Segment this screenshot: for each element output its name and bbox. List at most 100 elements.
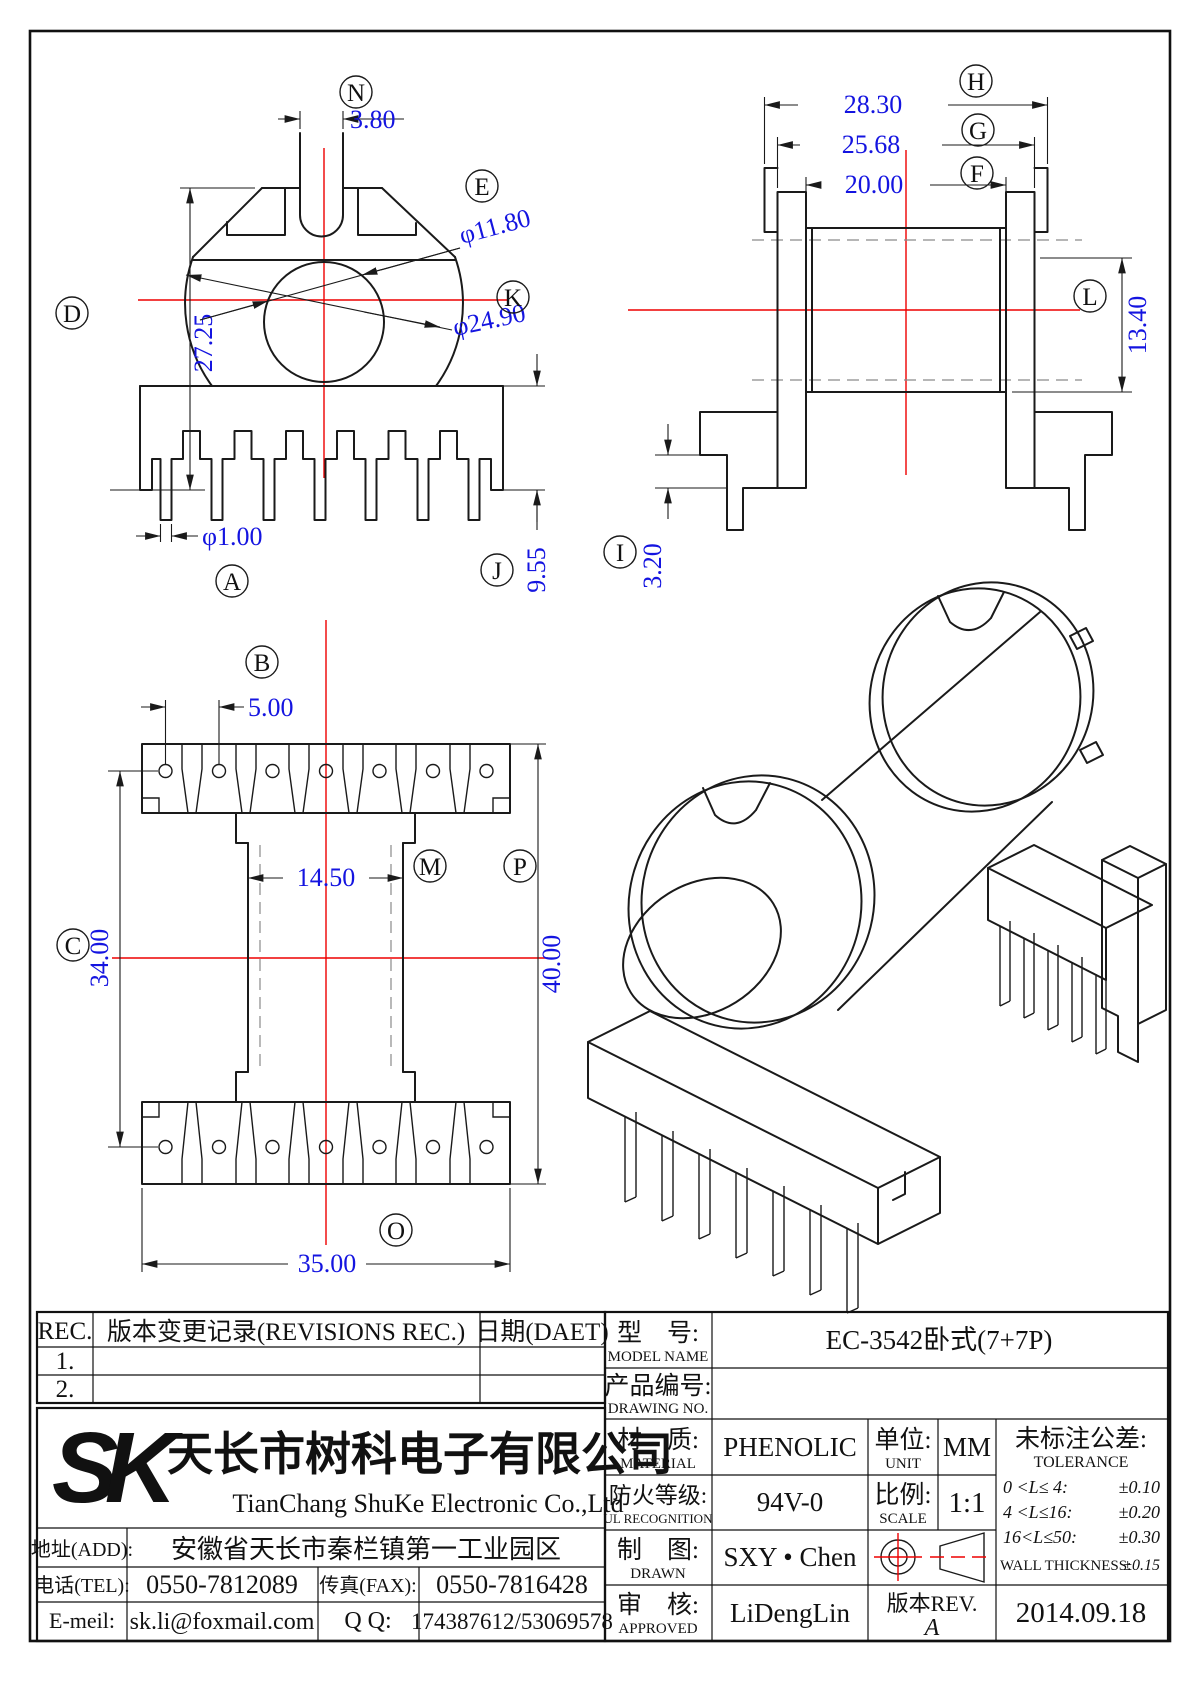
tolerance-cell: 未标注公差: TOLERANCE 0 <L≤ 4: ±0.10 4 <L≤16:… <box>1000 1425 1160 1574</box>
tel-label: 电话(TEL): <box>34 1574 130 1597</box>
title-block: 型 号: MODEL NAME EC-3542卧式(7+7P) 产品编号: DR… <box>604 1310 1170 1643</box>
company-name-cn: 天长市树科电子有限公司 <box>167 1429 673 1480</box>
iso-rear-pins <box>999 921 1107 1055</box>
rev-col-rec: REC. <box>38 1318 93 1345</box>
revision-table: REC. 版本变更记录(REVISIONS REC.) 日期(DAET) 1. … <box>35 1310 609 1405</box>
side-dim-height: 13.40 <box>1012 257 1152 393</box>
projection-symbol <box>874 1532 990 1583</box>
svg-text:D: D <box>63 301 81 328</box>
unit-label: 单位: <box>875 1426 932 1454</box>
drawn-label: 制 图: <box>617 1536 699 1564</box>
plan-dim-pitch: 5.00 <box>141 693 294 764</box>
balloon-k: K <box>496 280 530 314</box>
dim-side-standoff: 3.20 <box>638 543 667 589</box>
front-dim-base: 9.55 <box>503 354 551 593</box>
fax-value: 0550-7816428 <box>436 1570 588 1599</box>
rev-col-date: 日期(DAET) <box>475 1319 608 1346</box>
fire-label: 防火等级: <box>609 1483 707 1508</box>
svg-text:K: K <box>504 285 522 312</box>
plan-dim-rowspan: 34.00 <box>85 770 158 1148</box>
side-dim-standoff: 3.20 <box>638 424 727 589</box>
svg-text:L: L <box>1082 284 1097 311</box>
balloon-j: J <box>480 553 514 587</box>
fire-sub: UL RECOGNITION <box>604 1511 714 1526</box>
svg-text:J: J <box>492 558 502 585</box>
svg-text:A: A <box>223 569 241 596</box>
plan-dim-tube: 14.50 <box>248 863 403 892</box>
balloon-a: A <box>215 564 249 598</box>
svg-text:B: B <box>254 650 271 677</box>
approved-label: 审 核: <box>617 1591 699 1619</box>
dim-plan-tube-width: 14.50 <box>297 863 356 892</box>
svg-text:F: F <box>970 161 984 188</box>
svg-text:N: N <box>347 80 365 107</box>
balloon-c: C <box>56 928 90 962</box>
dim-plan-pin-pitch: 5.00 <box>248 693 294 722</box>
model-label: 型 号: <box>617 1319 699 1347</box>
scale-sub: SCALE <box>879 1511 927 1527</box>
dim-front-overall-height: 27.25 <box>189 314 218 373</box>
tel-value: 0550-7812089 <box>146 1570 298 1599</box>
side-dim-window: 20.00 <box>805 170 1007 224</box>
addr-label: 地址(ADD): <box>31 1538 133 1561</box>
company-name-en: TianChang ShuKe Electronic Co.,Ltd <box>232 1489 623 1518</box>
svg-text:C: C <box>65 933 82 960</box>
approved-value: LiDengLin <box>730 1598 850 1628</box>
dim-plan-row-span: 34.00 <box>85 929 114 988</box>
tol-value-0: ±0.10 <box>1119 1477 1160 1497</box>
balloon-o: O <box>379 1213 413 1247</box>
dim-front-base-height: 9.55 <box>522 547 551 593</box>
dim-plan-overall-length: 40.00 <box>537 935 566 994</box>
material-sub: MATERIAL <box>620 1456 696 1472</box>
side-dim-flange-span: 25.68 <box>776 130 1036 188</box>
model-sub: MODEL NAME <box>608 1349 709 1365</box>
balloon-b: B <box>245 645 279 679</box>
qq-label: Q Q: <box>344 1608 391 1634</box>
email-value: sk.li@foxmail.com <box>130 1609 315 1635</box>
drawn-value: SXY • Chen <box>724 1542 857 1572</box>
front-dim-height: 27.25 <box>110 187 255 491</box>
balloon-m: M <box>413 849 447 883</box>
balloon-e: E <box>465 169 499 203</box>
balloon-l: L <box>1073 279 1107 313</box>
material-value: PHENOLIC <box>723 1432 857 1462</box>
approved-sub: APPROVED <box>618 1621 697 1637</box>
material-label: 材 质: <box>617 1426 699 1454</box>
dim-plan-base-width: 35.00 <box>298 1249 357 1278</box>
tol-range-1: 4 <L≤16: <box>1003 1502 1073 1522</box>
tol-title: 未标注公差: <box>1015 1425 1147 1453</box>
view-isometric <box>587 581 1167 1314</box>
balloon-g: G <box>961 113 995 147</box>
fax-label: 传真(FAX): <box>319 1574 416 1597</box>
front-dim-core-hole: φ11.80 <box>199 203 534 321</box>
rev-row-2: 2. <box>56 1376 75 1403</box>
side-centerlines <box>628 150 1080 475</box>
tol-range-0: 0 <L≤ 4: <box>1003 1477 1068 1497</box>
dim-front-core-hole: φ11.80 <box>456 203 534 250</box>
dim-side-flange-span: 25.68 <box>842 130 901 159</box>
tol-value-1: ±0.20 <box>1119 1502 1160 1522</box>
rev-row-1: 1. <box>56 1348 75 1375</box>
balloon-f: F <box>960 156 994 190</box>
tol-range-2: 16<L≤50: <box>1003 1527 1077 1547</box>
svg-text:G: G <box>969 118 987 145</box>
iso-front-pins <box>624 1112 859 1314</box>
unit-value: MM <box>943 1432 991 1462</box>
side-dim-overall: 28.30 <box>763 90 1049 164</box>
qq-value: 174387612/53069578 <box>411 1609 613 1634</box>
dim-side-bobbin-height: 13.40 <box>1123 296 1152 355</box>
view-side: 28.30 25.68 20.00 13.40 3.20 <box>603 64 1152 589</box>
unit-sub: UNIT <box>885 1456 921 1472</box>
tol-range-3: WALL THICKNESS: <box>1000 1558 1131 1574</box>
rev-label: 版本REV. <box>887 1591 978 1616</box>
company-logo: SK <box>52 1412 184 1524</box>
front-dim-flange-od: φ24.90 <box>185 274 528 342</box>
balloon-p: P <box>503 849 537 883</box>
plan-dim-width: 35.00 <box>141 1188 511 1278</box>
rev-col-desc: 版本变更记录(REVISIONS REC.) <box>107 1318 465 1346</box>
svg-text:P: P <box>513 854 527 881</box>
fire-value: 94V-0 <box>757 1487 824 1517</box>
dim-front-pin-dia: φ1.00 <box>202 522 263 551</box>
